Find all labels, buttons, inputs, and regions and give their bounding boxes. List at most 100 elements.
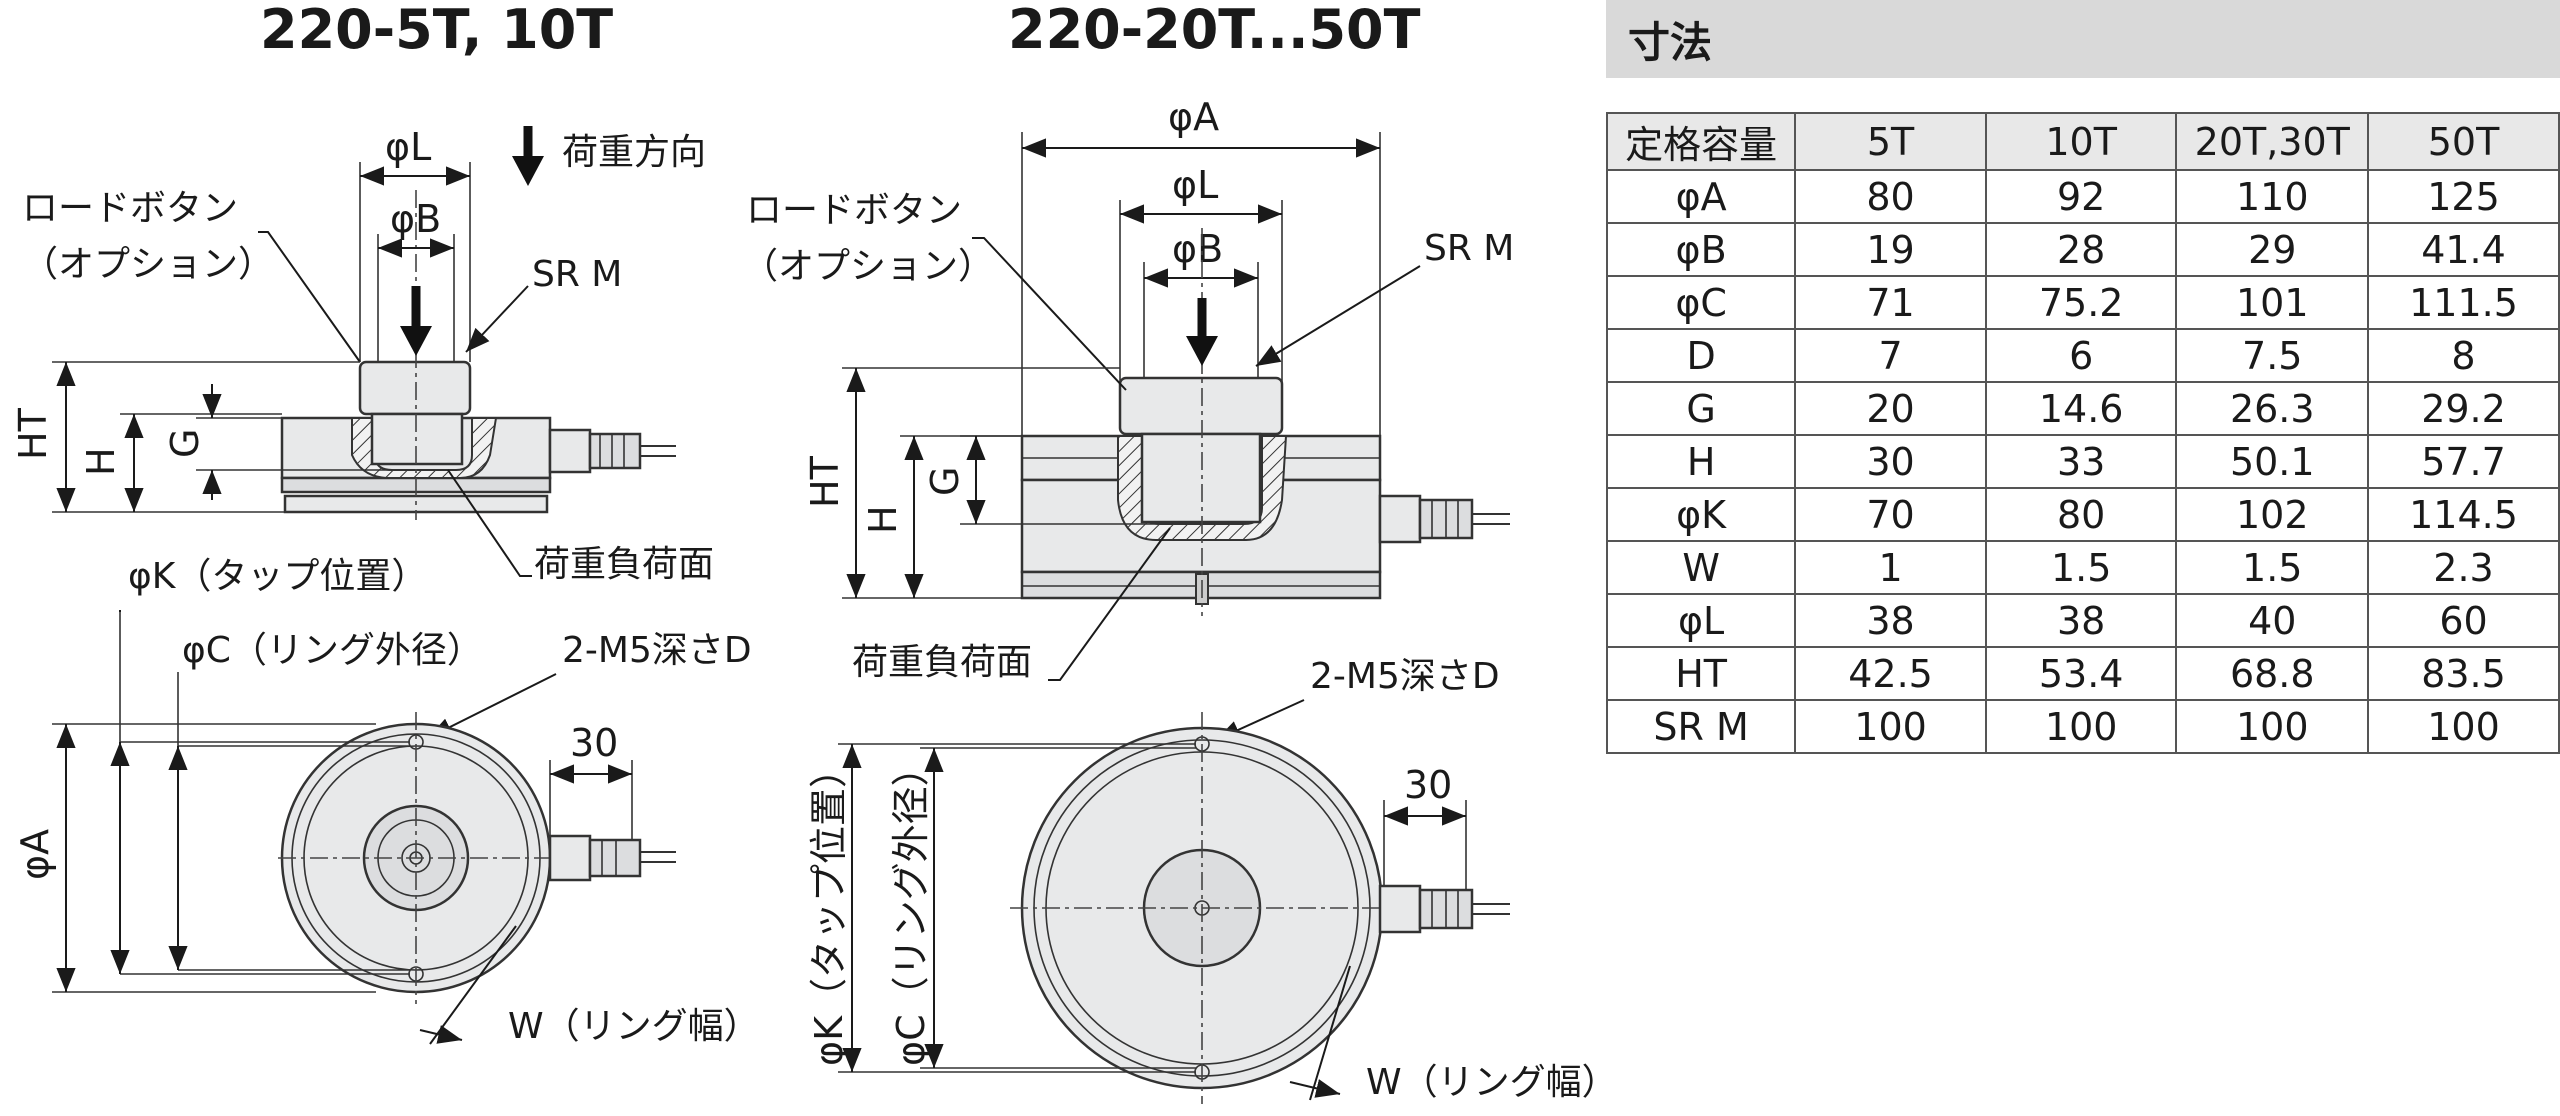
large-load-button-label-1: ロードボタン [746,190,962,231]
table-cell: 53.4 [1984,646,2178,701]
spec-header-row: 定格容量 5T 10T 20T,30T 50T [1605,112,2560,171]
table-cell: 41.4 [2367,222,2560,277]
title-large: 220-20T...50T [1008,0,1421,61]
large-sr-m-label: SR M [1424,228,1514,269]
table-cell: 19 [1794,222,1987,277]
small-button-stem [370,412,464,466]
table-cell: 7 [1794,328,1987,383]
row-label: φA [1605,169,1797,224]
col-header: 5T [1794,112,1987,171]
small-phi-b-label: φB [390,197,441,241]
small-load-button [358,360,472,416]
small-ht-label: HT [11,407,55,460]
large-load-button [1118,376,1284,436]
table-cell: 30 [1794,434,1987,489]
table-cell: 6 [1984,328,2178,383]
small-plan-connector [588,838,642,878]
table-cell: 100 [1794,699,1987,754]
large-plan-gland [1378,884,1422,934]
large-g-label: G [923,467,967,496]
drawing-large: 220-20T...50T φA φL φB [742,0,1600,1104]
large-h-label: H [861,505,905,534]
table-cell: 71 [1794,275,1987,330]
table-cell: 33 [1984,434,2178,489]
table-cell: 111.5 [2367,275,2560,330]
small-cable-gland [548,428,592,474]
table-cell: 83.5 [2367,646,2560,701]
large-phi-a-label: φA [1168,95,1219,139]
table-cell: 80 [1794,169,1987,224]
table-cell: 42.5 [1794,646,1987,701]
row-label: SR M [1605,699,1797,754]
table-cell: 7.5 [2175,328,2370,383]
table-cell: 57.7 [2367,434,2560,489]
load-direction-arrow-icon [512,156,544,186]
small-load-button-label-1: ロードボタン [22,188,238,229]
table-cell: 68.8 [2175,646,2370,701]
large-ring-width-label: W（リング幅） [1366,1062,1600,1103]
row-label: W [1605,540,1797,595]
table-cell: 100 [1984,699,2178,754]
dimension-drawing: 220-5T, 10T φL [11,0,1600,1104]
table-cell: 1.5 [1984,540,2178,595]
large-load-arrow-icon [1186,336,1218,366]
small-g-label: G [163,429,207,458]
load-direction-label: 荷重方向 [562,132,706,173]
small-load-button-label-2: （オプション） [22,244,274,285]
row-label: D [1605,328,1797,383]
small-phi-c-label: φC（リング外径） [182,630,483,671]
table-cell: 100 [2367,699,2560,754]
row-label: G [1605,381,1797,436]
table-cell: 101 [2175,275,2370,330]
small-side-view: φL φB 荷重方向 ロードボタン （オプション） SR M HT [11,125,714,585]
row-label: φL [1605,593,1797,648]
table-cell: 38 [1794,593,1987,648]
small-h-label: H [79,447,123,476]
drawing-small: 220-5T, 10T φL [11,0,760,1047]
table-cell: 102 [2175,487,2370,542]
large-phi-l-label: φL [1172,163,1218,207]
table-cell: 14.6 [1984,381,2178,436]
col-header: 50T [2367,112,2560,171]
table-cell: 26.3 [2175,381,2370,436]
table-cell: 114.5 [2367,487,2560,542]
table-cell: 60 [2367,593,2560,648]
large-button-stem [1140,432,1262,524]
small-phi-a-label: φA [13,829,57,880]
small-ring-width-label: W（リング幅） [508,1006,760,1047]
small-cable-connector [588,432,642,470]
small-phi-k-label: φK（タップ位置） [128,556,427,597]
table-cell: 70 [1794,487,1987,542]
small-plan-gland [548,834,592,882]
large-phi-k-label: φK（タップ位置） [807,750,851,1066]
large-phi-c-label: φC（リング外径） [889,748,933,1066]
table-cell: 92 [1984,169,2178,224]
large-phi-b-label: φB [1172,227,1223,271]
small-tap-label: 2-M5深さD [562,630,752,671]
table-cell: 28 [1984,222,2178,277]
table-cell: 1 [1794,540,1987,595]
large-tap-label: 2-M5深さD [1310,656,1500,697]
col-header: 20T,30T [2175,112,2370,171]
large-load-button-label-2: （オプション） [742,246,994,287]
row-label: φK [1605,487,1797,542]
large-load-surface-label: 荷重負荷面 [852,642,1032,683]
small-plan-view: φK（タップ位置） φC（リング外径） 2-M5深さD [13,556,760,1047]
small-phi-l-label: φL [385,125,431,169]
col-header: 10T [1984,112,2178,171]
row-label: H [1605,434,1797,489]
table-cell: 29 [2175,222,2370,277]
table-cell: 80 [1984,487,2178,542]
large-side-view: φA φL φB [742,95,1514,683]
table-cell: 125 [2367,169,2560,224]
table-cell: 2.3 [2367,540,2560,595]
small-section-hatch [351,417,498,479]
title-small: 220-5T, 10T [260,0,613,61]
